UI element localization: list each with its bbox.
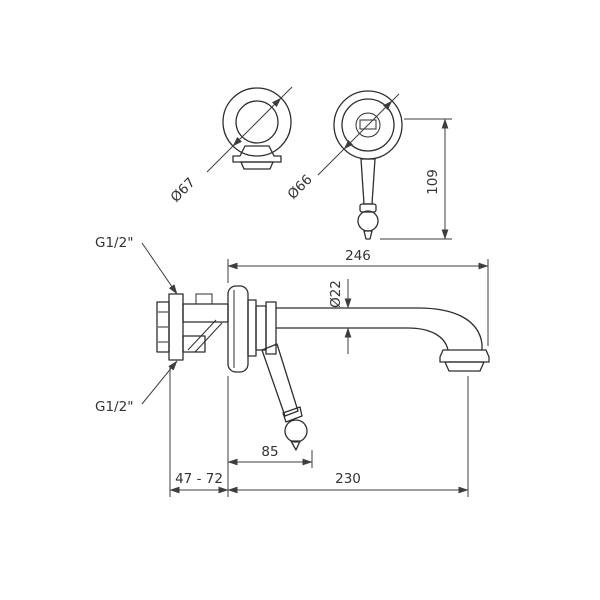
dim-label-handle-tip: 85	[261, 444, 278, 460]
handle-ring-side	[282, 406, 303, 423]
rosette-outer-circle	[222, 87, 292, 157]
dimension-tube-diameter-22: Ø22	[328, 279, 352, 354]
dimension-connection-bottom: G1/2"	[95, 360, 178, 415]
dim-label-tube-diameter: Ø22	[328, 280, 344, 308]
dim-label-wall-depth: 47 - 72	[175, 471, 223, 487]
dim-label-handle-rosette-diameter: Ø66	[285, 172, 316, 203]
wall-mounting-body	[168, 293, 184, 361]
spout-tube-bottom-line	[275, 327, 449, 351]
spout-base-ring-2	[255, 305, 267, 351]
dimension-wall-depth-47-72: 47 - 72	[169, 366, 229, 497]
dimension-connection-top: G1/2"	[95, 235, 178, 295]
valve-top-detail	[195, 293, 213, 305]
spout-nozzle-lip	[240, 161, 274, 170]
dim-label-rosette-diameter: Ø67	[168, 175, 199, 206]
handle-ball-side	[284, 419, 308, 443]
valve-bottom-pipe	[182, 335, 206, 353]
side-view-faucet	[156, 285, 490, 451]
dimension-handle-tip-85: 85	[227, 444, 313, 468]
dim-label-connection-top: G1/2"	[95, 235, 133, 251]
spout-outlet-flare	[439, 349, 490, 363]
dimension-spout-reach-246: 246	[227, 248, 489, 346]
dim-label-spout-projection: 230	[335, 471, 361, 487]
dimension-spout-projection-230: 230	[227, 376, 469, 497]
spout-tube-top-line	[275, 307, 483, 351]
valve-top-pipe	[182, 303, 229, 323]
handle-rosette-inner-circle	[341, 98, 395, 152]
dim-label-handle-height: 109	[425, 169, 441, 195]
spout-base-ring-1	[247, 299, 257, 357]
handle-lever-front	[360, 158, 376, 205]
spout-nozzle-front	[232, 145, 282, 163]
escutcheon-side	[227, 285, 249, 373]
handle-finial-side	[290, 440, 301, 451]
handle-lever-side	[261, 343, 299, 417]
handle-finial-front	[363, 230, 373, 240]
handle-ball-front	[357, 210, 379, 232]
dim-label-spout-reach: 246	[345, 248, 371, 264]
dim-label-connection-bottom: G1/2"	[95, 399, 133, 415]
front-view-handle: Ø66 109	[285, 90, 452, 240]
handle-ring-front	[359, 203, 377, 213]
front-view-spout-rosette: Ø67	[168, 86, 293, 206]
spout-outlet-aerator	[444, 361, 485, 372]
